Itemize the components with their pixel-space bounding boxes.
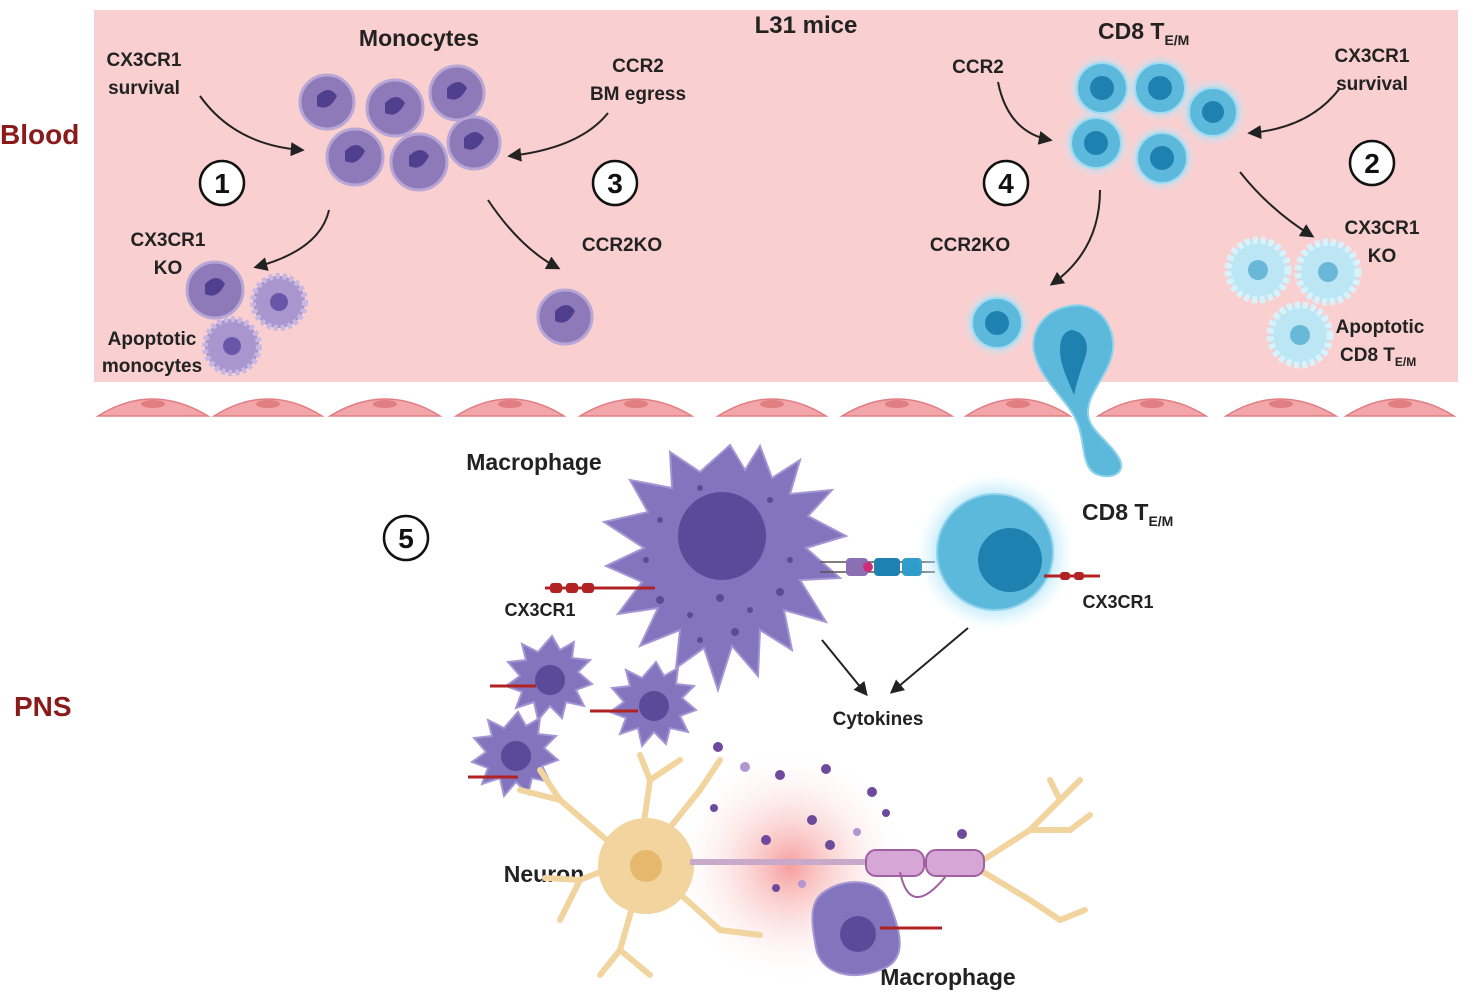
step-3: 3 [591,159,639,207]
cd8-pns-sub: E/M [1148,513,1173,529]
blood-label: Blood [0,119,79,150]
svg-text:3: 3 [607,168,623,199]
cd8-title-blood: CD8 TE/M [1098,18,1189,48]
step-4: 4 [982,159,1030,207]
step-1: 1 [198,159,246,207]
cx3cr1-receptor-left [545,583,655,593]
apoptotic-cd8 [1224,236,1362,369]
mono-ccr2ko: CCR2KO [582,235,662,256]
cd8-cx3cr1-survival-1: CX3CR1 [1335,46,1410,67]
cd8-ccr2ko: CCR2KO [930,235,1010,256]
mono-cx3cr1-ko-1: CX3CR1 [131,230,206,251]
small-macrophage-nuclei [501,665,669,771]
mono-apoptotic-1: Apoptotic [108,329,197,350]
pns-label: PNS [14,691,72,722]
myelin-sheath [865,849,985,877]
macrophage-bottom [811,871,947,977]
neuron-label: Neuron [504,861,585,887]
apoptotic-monocytes [202,273,308,376]
cytokine-particles [710,742,967,892]
macrophage-label-top: Macrophage [466,449,601,475]
cytokines-label: Cytokines [833,709,924,730]
macrophage-label-bottom: Macrophage [880,964,1015,990]
cd8-apoptotic-sub: E/M [1395,355,1416,369]
mono-cx3cr1-survival-2: survival [108,78,180,99]
cd8-title-main: CD8 T [1098,18,1164,44]
cd8-title-sub: E/M [1164,32,1189,48]
cd8-cx3cr1-ko-2: KO [1368,246,1397,267]
blood-arrows [199,81,1341,286]
arrow-macrophage-cytokines [821,639,868,697]
mono-ccr2-egress-1: CCR2 [612,56,664,77]
svg-text:2: 2 [1364,148,1380,179]
cd8-apoptotic-1: Apoptotic [1336,317,1425,338]
cd8-label-pns: CD8 TE/M [1082,499,1173,529]
extravasating-cd8 [1032,304,1123,478]
cd8-cluster [963,54,1247,357]
cd8-apoptotic-2: CD8 TE/M [1340,345,1416,369]
cx3cr1-receptor-right [1044,572,1100,580]
macrophage-main [601,443,849,694]
cd8-pns-main: CD8 T [1082,499,1148,525]
l31-mice-title: L31 mice [755,12,858,39]
cd8-ccr2: CCR2 [952,57,1004,78]
blood-compartment [94,10,1458,382]
svg-text:5: 5 [398,523,414,554]
mono-apoptotic-2: monocytes [102,356,202,377]
cd8-cx3cr1-survival-2: survival [1336,74,1408,95]
cd8-apoptotic-main: CD8 T [1340,345,1395,366]
mono-ccr2-egress-2: BM egress [590,84,686,105]
neuron [517,746,1093,986]
mono-cx3cr1-ko-2: KO [154,258,183,279]
cd8-pns [917,474,1073,630]
immune-synapse [820,558,935,576]
mono-cx3cr1-survival-1: CX3CR1 [107,50,182,71]
step-5: 5 [382,514,430,562]
step-2: 2 [1348,139,1396,187]
arrow-cd8-cytokines [889,627,969,694]
cx3cr1-label-right: CX3CR1 [1082,592,1153,612]
cd8-cx3cr1-ko-1: CX3CR1 [1345,218,1420,239]
cx3cr1-label-left: CX3CR1 [504,600,575,620]
endothelial-nuclei [141,400,1412,408]
small-cx3cr1-receptors [468,684,638,779]
monocyte-nuclei [205,82,575,323]
svg-text:4: 4 [998,168,1014,199]
monocytes-title: Monocytes [359,25,479,51]
svg-text:1: 1 [214,168,230,199]
